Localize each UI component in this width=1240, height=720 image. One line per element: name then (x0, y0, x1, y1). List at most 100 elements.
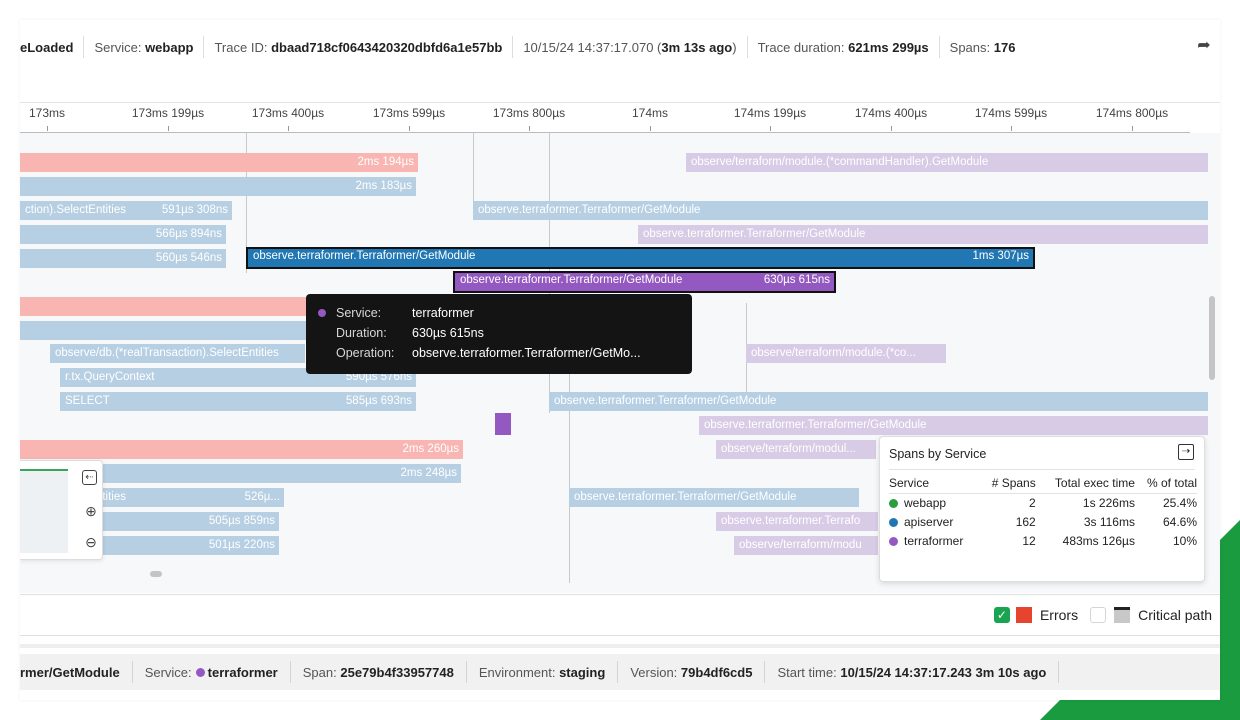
service-color-dot (318, 309, 326, 317)
vertical-scrollbar[interactable] (1209, 296, 1215, 380)
spans-label: Spans: (949, 39, 991, 55)
col-service: Service (889, 473, 982, 494)
span-duration-label: 2ms 183µs (355, 180, 412, 192)
span-bar[interactable]: 2ms 194µs (20, 153, 418, 172)
service-exec: 1s 226ms (1082, 495, 1135, 510)
horizontal-scrollbar[interactable] (150, 571, 162, 577)
tooltip-operation-label: Operation: (336, 346, 395, 360)
service-pct: 25.4% (1162, 495, 1197, 510)
header-service-value[interactable]: webapp (145, 39, 194, 55)
ruler-tick-label: 174ms 599µs (974, 106, 1048, 120)
col-exec-time: Total exec time (1035, 473, 1135, 494)
span-bar[interactable]: 2ms 248µs (20, 464, 461, 483)
ruler-tick-mark (409, 126, 410, 131)
minimap-viewport[interactable] (20, 469, 68, 553)
timeline-guide-line (473, 133, 474, 218)
footer-version-value[interactable]: 79b4df6cd5 (680, 664, 753, 680)
span-bar[interactable]: observe/terraform/modu (734, 536, 878, 555)
span-tooltip: Service:terraformer Duration:630µs 615ns… (306, 294, 692, 374)
tooltip-service-value: terraformer (412, 306, 474, 320)
critical-path-label: Critical path (1138, 607, 1212, 623)
ruler-tick-label: 173ms 199µs (131, 106, 205, 120)
span-bar[interactable]: 2ms 183µs (20, 177, 416, 196)
footer-env-label: Environment: (478, 664, 556, 680)
tooltip-duration-value: 630µs 615ns (412, 326, 484, 340)
span-bar[interactable]: observe.terraformer.Terraformer/GetModul… (638, 225, 1208, 244)
span-bar[interactable]: observe.terraformer.Terrafo (716, 512, 878, 531)
span-operation-label: observe.terraformer.Terraformer/GetModul… (478, 204, 701, 216)
spans-by-service-table: Service # Spans Total exec time % of tot… (889, 473, 1197, 550)
zoom-out-icon[interactable]: ⊖ (85, 534, 97, 550)
span-duration-label: 2ms 260µs (402, 443, 459, 455)
span-bar[interactable]: observe/terraform/module.(*commandHandle… (686, 153, 1208, 172)
span-operation-label: observe/db.(*realTransaction).SelectEnti… (55, 347, 279, 359)
spans-by-service-title: Spans by Service (889, 447, 987, 461)
span-bar[interactable]: 560µs 546ns (20, 249, 226, 268)
span-bar[interactable]: observe.terraformer.Terraformer/GetModul… (473, 201, 1208, 220)
share-icon[interactable]: ➦ (1197, 37, 1211, 54)
minimap[interactable]: ⇠ ⊕ ⊖ (20, 460, 103, 560)
timeline-guide-line (246, 133, 247, 273)
span-bar[interactable]: observe/terraform/modul... (716, 440, 876, 459)
span-bar[interactable]: SELECT 585µs 693ns (60, 392, 416, 411)
ruler-tick-mark (168, 126, 169, 131)
panel-resize-handle[interactable] (20, 644, 1220, 648)
time-ruler: 173ms 173ms 199µs 173ms 400µs 173ms 599µs 17… (20, 106, 1210, 132)
ruler-tick-label: 174ms 199µs (733, 106, 807, 120)
span-duration-label: 501µs 220ns (208, 539, 275, 551)
service-exec: 3s 116ms (1083, 514, 1135, 529)
ruler-tick-label: 173ms 599µs (372, 106, 446, 120)
trace-header: eLoaded Service: webapp Trace ID: dbaad7… (20, 20, 1220, 74)
collapse-left-icon[interactable]: ⇠ (82, 470, 97, 485)
service-spans: 162 (1015, 514, 1036, 529)
ruler-tick-label: 173ms 400µs (251, 106, 325, 120)
ruler-tick-label: 173ms (28, 106, 66, 120)
span-operation-label: observe.terraformer.Terraformer/GetModul… (460, 274, 683, 286)
span-bar[interactable]: observe.terraformer.Terraformer/GetModul… (549, 392, 1208, 411)
collapse-panel-icon[interactable]: ⇢ (1178, 444, 1194, 460)
zoom-in-icon[interactable]: ⊕ (85, 503, 97, 519)
span-bar[interactable]: 2ms 260µs (20, 440, 463, 459)
trace-viewer-window: eLoaded Service: webapp Trace ID: dbaad7… (20, 20, 1220, 700)
span-bar[interactable]: observe.terraformer.Terraformer/GetModul… (453, 271, 836, 293)
ruler-tick-mark (1011, 126, 1012, 131)
span-bar[interactable]: observe.terraformer.Terraformer/GetModul… (699, 416, 1208, 435)
span-bar[interactable]: observe/db.(*realTransaction).SelectEnti… (50, 344, 305, 363)
trace-id-value[interactable]: dbaad718cf0643420320dbfd6a1e57bb (271, 39, 503, 55)
span-bar[interactable]: 566µs 894ns (20, 225, 226, 244)
span-duration-label: 526µ... (244, 491, 280, 503)
span-duration-label: 1ms 307µs (972, 250, 1029, 262)
spans-count: 176 (993, 39, 1016, 55)
service-exec: 483ms 126µs (1062, 533, 1135, 548)
trace-timestamp-close: ) (732, 39, 737, 55)
span-bar[interactable] (20, 321, 306, 340)
span-duration-label: 585µs 693ns (345, 395, 412, 407)
errors-checkbox[interactable]: ✓ (993, 607, 1010, 623)
service-spans: 12 (1022, 533, 1036, 548)
span-bar[interactable]: observe.terraformer.Terraformer/GetModul… (246, 247, 1035, 269)
header-divider (20, 102, 1220, 103)
span-duration-label: 2ms 194µs (357, 156, 414, 168)
footer-version-label: Version: (630, 664, 678, 680)
span-marker[interactable] (495, 413, 511, 435)
page-fragment: eLoaded (20, 39, 74, 55)
ruler-baseline (20, 132, 1190, 133)
span-operation-label: SELECT (65, 395, 110, 407)
footer-service-value[interactable]: terraformer (207, 664, 278, 680)
span-bar[interactable]: observe/terraform/module.(*co... (746, 344, 946, 363)
span-operation-label: observe/terraform/modul... (721, 443, 856, 455)
critical-path-checkbox[interactable] (1090, 607, 1107, 623)
service-color-dot (889, 536, 898, 546)
ruler-tick-label: 173ms 800µs (492, 106, 566, 120)
footer-env-value[interactable]: staging (559, 664, 606, 680)
footer-service-label: Service: (144, 664, 192, 680)
span-bar[interactable]: observe.terraformer.Terraformer/GetModul… (569, 488, 859, 507)
footer-span-value[interactable]: 25e79b4f33957748 (340, 664, 454, 680)
span-operation-label: observe/terraform/module.(*commandHandle… (691, 156, 989, 168)
critical-path-swatch (1114, 607, 1131, 623)
span-bar[interactable] (20, 297, 306, 316)
